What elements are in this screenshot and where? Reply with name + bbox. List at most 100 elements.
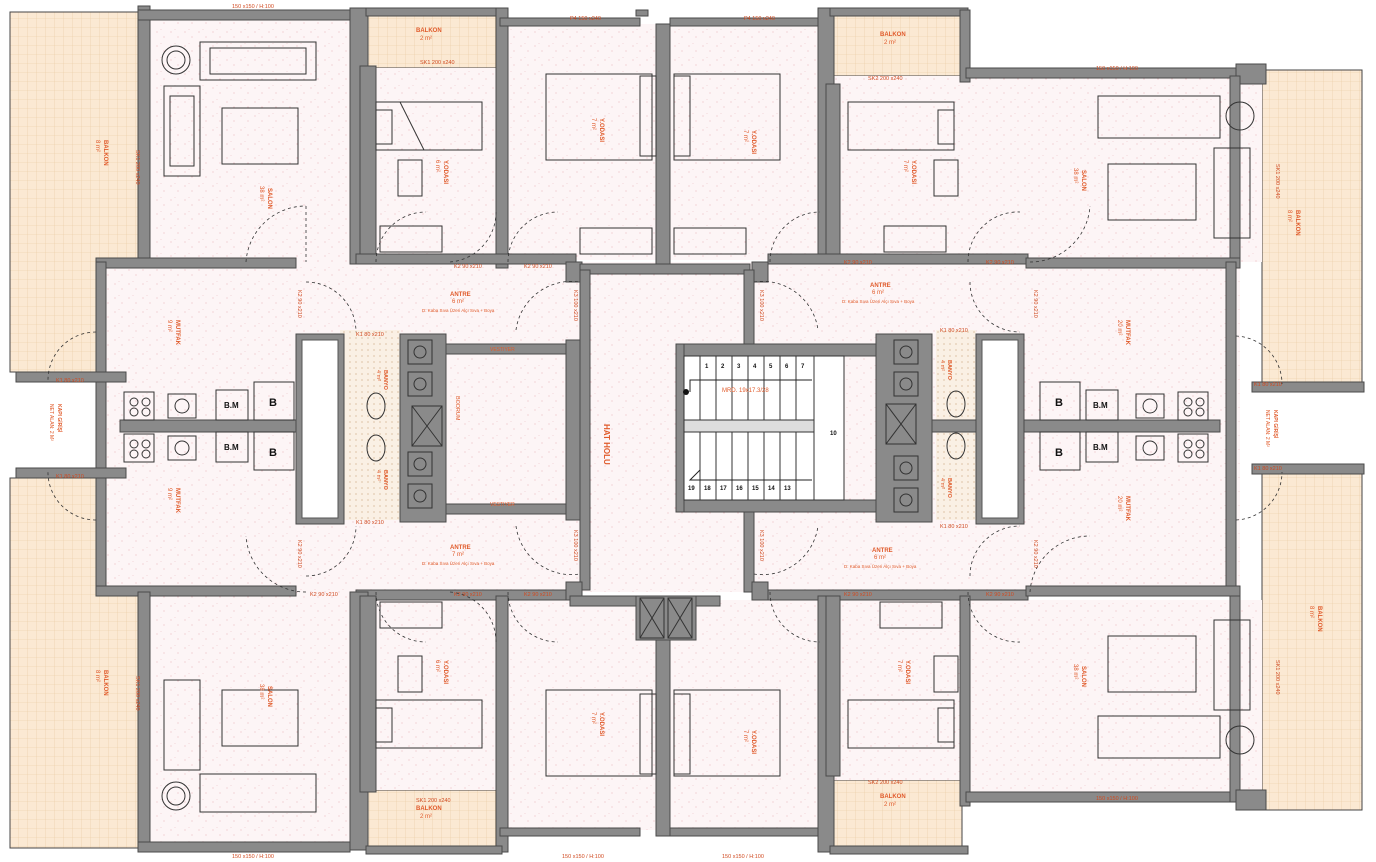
b-label-4: B bbox=[1055, 447, 1063, 459]
balconies bbox=[9, 11, 1363, 851]
stair-number-17: 17 bbox=[720, 486, 727, 492]
washbasin-icon bbox=[407, 483, 433, 509]
walls bbox=[15, 5, 1365, 855]
balcony-small-top-right bbox=[831, 11, 963, 77]
elevator-box bbox=[667, 597, 693, 639]
balcony-small-bottom-right bbox=[831, 779, 963, 851]
vestiyer-label: VESTIYER bbox=[490, 347, 515, 353]
dishwasher-box bbox=[1039, 381, 1081, 421]
window-dim: P4 150 x240 bbox=[744, 16, 775, 22]
coffee-table-icon bbox=[221, 689, 299, 747]
antre-area: 6 m² bbox=[452, 299, 464, 305]
antre-spec: D: Kaba Sıva Üzeri Alçı Sıva + Boya bbox=[842, 298, 915, 304]
sofa-icon bbox=[199, 41, 317, 81]
door-dim: K2 90 x210 bbox=[524, 592, 552, 598]
banyo-label: BANYO bbox=[382, 470, 388, 491]
doors bbox=[47, 205, 1283, 643]
yodasi-label: Y.ODASI bbox=[598, 712, 604, 736]
washbasin-icon bbox=[893, 487, 919, 513]
antre-label: ANTRE bbox=[870, 283, 891, 289]
mutfak-label: MUTFAK bbox=[174, 320, 180, 346]
salon-label: SALON bbox=[266, 686, 272, 707]
salon-area: 38 m² bbox=[1072, 664, 1078, 679]
yodasi-area: 6 m² bbox=[434, 160, 440, 172]
mutfak-area: 20 m² bbox=[1116, 320, 1122, 335]
window-dim: 150 x150 / H:100 bbox=[1096, 66, 1138, 72]
window-dim: 150 x150 / H:100 bbox=[562, 854, 604, 860]
door-dim: K3 100 x210 bbox=[758, 530, 764, 561]
balkon-label: BALKON bbox=[880, 32, 906, 38]
bed-icon bbox=[545, 73, 653, 161]
mutfak-label: MUTFAK bbox=[1124, 496, 1130, 522]
elevator-box bbox=[639, 597, 665, 639]
balkon-area: 8 m² bbox=[94, 140, 100, 152]
yodasi-label: Y.ODASI bbox=[750, 130, 756, 154]
stair-number-13: 13 bbox=[784, 486, 791, 492]
door-dim: K1 80 x210 bbox=[940, 524, 968, 530]
window-dim: 150 x150 / H:100 bbox=[232, 4, 274, 10]
sofa-icon bbox=[1097, 715, 1221, 759]
window-dim: SK2 200 x240 bbox=[868, 780, 903, 786]
b-label-2: B bbox=[269, 447, 277, 459]
room-labels: BALKON 2 m² BALKON 2 m² BALKON 2 m² BALK… bbox=[48, 28, 1322, 820]
stove-icon bbox=[1177, 391, 1209, 421]
antre-spec: D: Kaba Sıva Üzeri Alçı Sıva + Boya bbox=[844, 563, 917, 569]
door-dim: K2 90 x210 bbox=[454, 264, 482, 270]
wardrobe-icon bbox=[579, 227, 653, 255]
armchair-icon bbox=[1213, 619, 1251, 711]
antre-label: ANTRE bbox=[450, 545, 471, 551]
sink-icon bbox=[167, 393, 197, 419]
window-dim: P4 150 x240 bbox=[570, 16, 601, 22]
washbasin-icon bbox=[407, 451, 433, 477]
window-dim: SK1 200 x240 bbox=[134, 150, 140, 185]
stair-treads bbox=[699, 356, 797, 500]
yodasi-label: Y.ODASI bbox=[442, 660, 448, 684]
yodasi-area: 7 m² bbox=[590, 118, 596, 130]
dishwasher-box bbox=[253, 381, 295, 421]
vestiyer-label: VESTIYER bbox=[490, 502, 515, 508]
banyo-area: 4 m² bbox=[375, 470, 381, 481]
antre-label: ANTRE bbox=[450, 292, 471, 298]
yodasi-area: 7 m² bbox=[742, 730, 748, 742]
window-dim: SK1 200 x240 bbox=[416, 798, 451, 804]
door-dim: K2 90 x210 bbox=[1032, 290, 1038, 318]
antre-area: 7 m² bbox=[452, 552, 464, 558]
door-dim: K1 80 x210 bbox=[1254, 466, 1282, 472]
wardrobe-icon bbox=[883, 225, 947, 253]
wardrobe-icon bbox=[673, 227, 747, 255]
antre-area: 6 m² bbox=[872, 290, 884, 296]
door-dim: K2 90 x210 bbox=[296, 290, 302, 318]
door-dim: K1 80 x210 bbox=[356, 332, 384, 338]
door-dim: K2 90 x210 bbox=[986, 592, 1014, 598]
stair-number-2: 2 bbox=[721, 364, 725, 370]
staircase: 1 2 3 4 5 6 7 19 18 17 16 15 14 13 10 MR… bbox=[683, 355, 845, 501]
balcony-bottom-right bbox=[1261, 469, 1363, 811]
stair-spec: MRD. 19x17.3/28 bbox=[722, 388, 769, 394]
banyo-area: 4 m² bbox=[375, 370, 381, 381]
antre-spec: D: Kaba Sıva Üzeri Alçı Sıva + Boya bbox=[422, 560, 495, 566]
toilet-icon bbox=[946, 432, 966, 460]
b-label-3: B bbox=[1055, 397, 1063, 409]
balkon-area: 2 m² bbox=[420, 36, 432, 42]
sofa-icon bbox=[199, 773, 317, 813]
stove-icon bbox=[123, 433, 155, 463]
balkon-area: 8 m² bbox=[1286, 210, 1292, 222]
balkon-area: 8 m² bbox=[1308, 606, 1314, 618]
balkon-label: BALKON bbox=[1294, 210, 1300, 236]
yodasi-area: 7 m² bbox=[896, 660, 902, 672]
net-alan-label: NET ALAN: 2 M² bbox=[48, 404, 54, 441]
bed-icon bbox=[545, 689, 653, 777]
armchair-icon bbox=[1213, 147, 1251, 239]
plant-icon bbox=[161, 781, 191, 811]
stair-number-19: 19 bbox=[688, 486, 695, 492]
yodasi-label: Y.ODASI bbox=[910, 160, 916, 184]
door-dim: K2 90 x210 bbox=[986, 260, 1014, 266]
stair-number-4: 4 bbox=[753, 364, 757, 370]
sink-icon bbox=[1135, 393, 1165, 419]
wardrobe-icon bbox=[879, 601, 943, 629]
window-dim: SK1 200 x240 bbox=[1274, 660, 1280, 695]
door-dim: K2 90 x210 bbox=[310, 592, 338, 598]
balcony-small-top-left bbox=[365, 11, 497, 69]
armchair-icon bbox=[163, 85, 201, 177]
